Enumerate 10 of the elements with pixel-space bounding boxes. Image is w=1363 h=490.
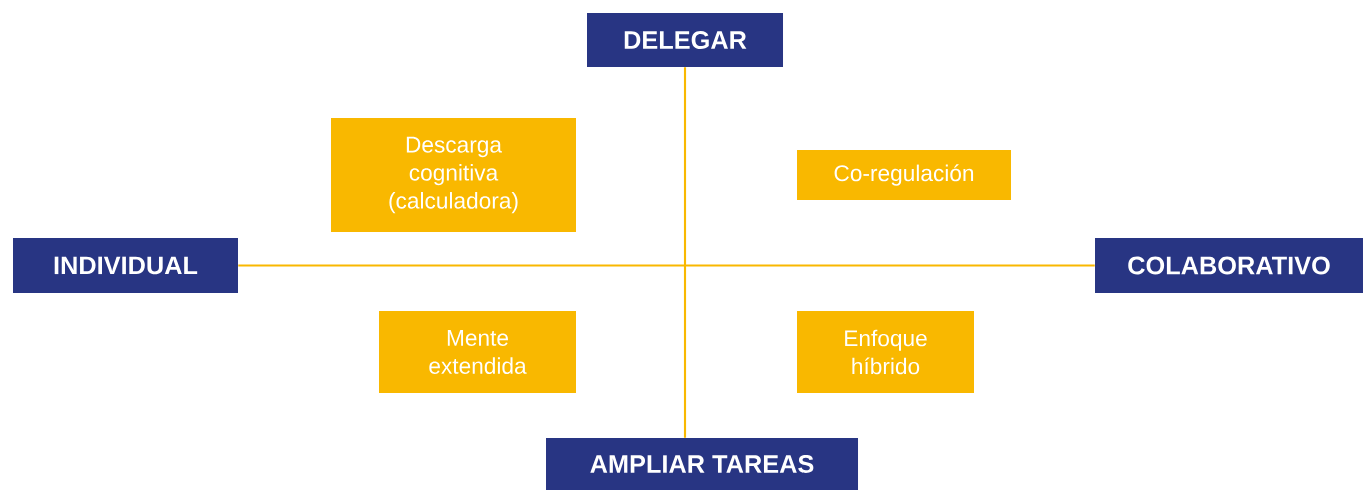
category-box: Mente extendida [379, 311, 576, 393]
category-box: Co-regulación [797, 150, 1011, 200]
axis-line [683, 67, 687, 438]
category-box: Descarga cognitiva (calculadora) [331, 118, 576, 232]
axis-label-box: DELEGAR [587, 13, 783, 67]
category-box: Enfoque híbrido [797, 311, 974, 393]
axis-label-box: COLABORATIVO [1095, 238, 1363, 293]
axis-label-box: INDIVIDUAL [13, 238, 238, 293]
axis-line [238, 264, 1095, 267]
axis-label-box: AMPLIAR TAREAS [546, 438, 858, 490]
